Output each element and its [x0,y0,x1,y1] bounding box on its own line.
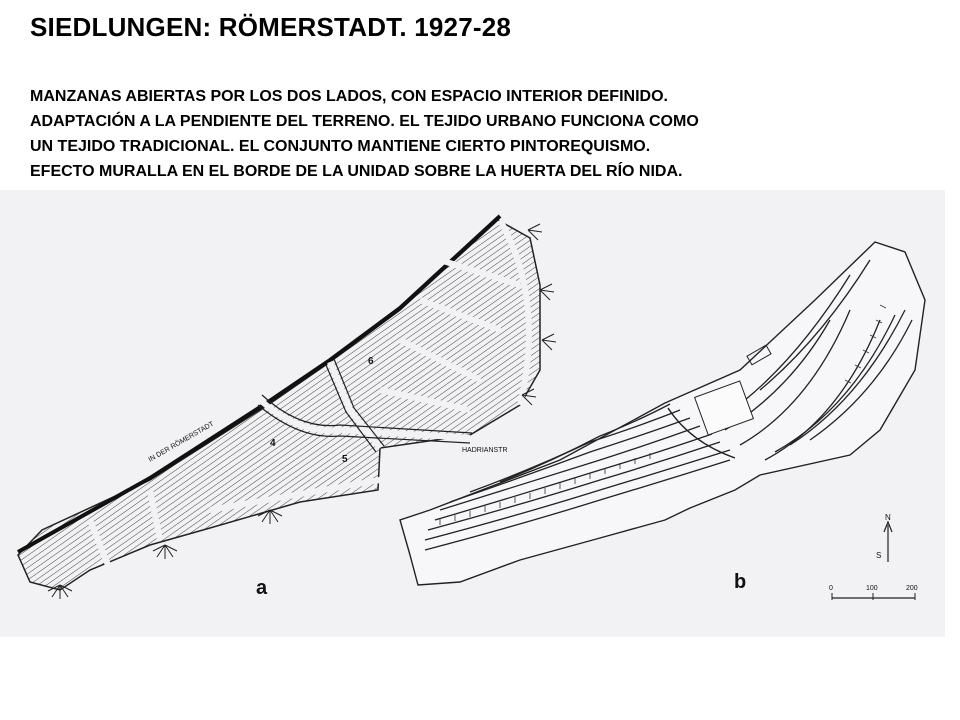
north-arrow-s-label: S [876,551,881,560]
plan-b-central-square [693,380,755,436]
plan-b-small-building [746,344,772,366]
plan-a-block-number: 6 [368,356,374,367]
plan-a-panel-label: a [256,577,268,599]
description-line: ADAPTACIÓN A LA PENDIENTE DEL TERRENO. E… [30,113,699,130]
plan-b-fan-rows [724,259,913,461]
plan-b-panel-label: b [734,571,746,593]
plan-a: IN DER RÖMERSTADT HADRIANSTR 6 4 5 a [17,214,557,599]
scale-tick-label: 100 [866,585,878,592]
north-arrow: N S [876,513,893,562]
plan-a-internal-streets [87,218,532,572]
site-plan-figure: IN DER RÖMERSTADT HADRIANSTR 6 4 5 a [0,190,945,637]
description-line: UN TEJIDO TRADICIONAL. EL CONJUNTO MANTI… [30,138,651,155]
scale-tick-label: 200 [906,585,918,592]
plan-a-tree-markers [47,223,557,599]
plan-a-street-edges [257,358,473,453]
slide-description: MANZANAS ABIERTAS POR LOS DOS LADOS, CON… [30,84,950,184]
plan-b-row-houses [424,403,731,551]
scale-tick-label: 0 [829,585,833,592]
plan-b: b [399,241,926,593]
slide-title: SIEDLUNGEN: RÖMERSTADT. 1927-28 [30,12,512,42]
north-arrow-n-label: N [885,513,891,522]
plan-a-main-road [17,214,502,554]
description-line: EFECTO MURALLA EN EL BORDE DE LA UNIDAD … [30,163,683,180]
plan-a-block-number: 4 [270,438,276,449]
description-line: MANZANAS ABIERTAS POR LOS DOS LADOS, CON… [30,88,668,105]
plan-a-street-label: HADRIANSTR [462,447,508,454]
plan-b-street-curve [667,407,736,459]
plan-a-block-number: 5 [342,454,348,465]
site-plans-drawing: IN DER RÖMERSTADT HADRIANSTR 6 4 5 a [17,214,926,600]
scale-bar: 0 100 200 [829,585,918,600]
plan-b-frontage-ticks [439,304,887,525]
